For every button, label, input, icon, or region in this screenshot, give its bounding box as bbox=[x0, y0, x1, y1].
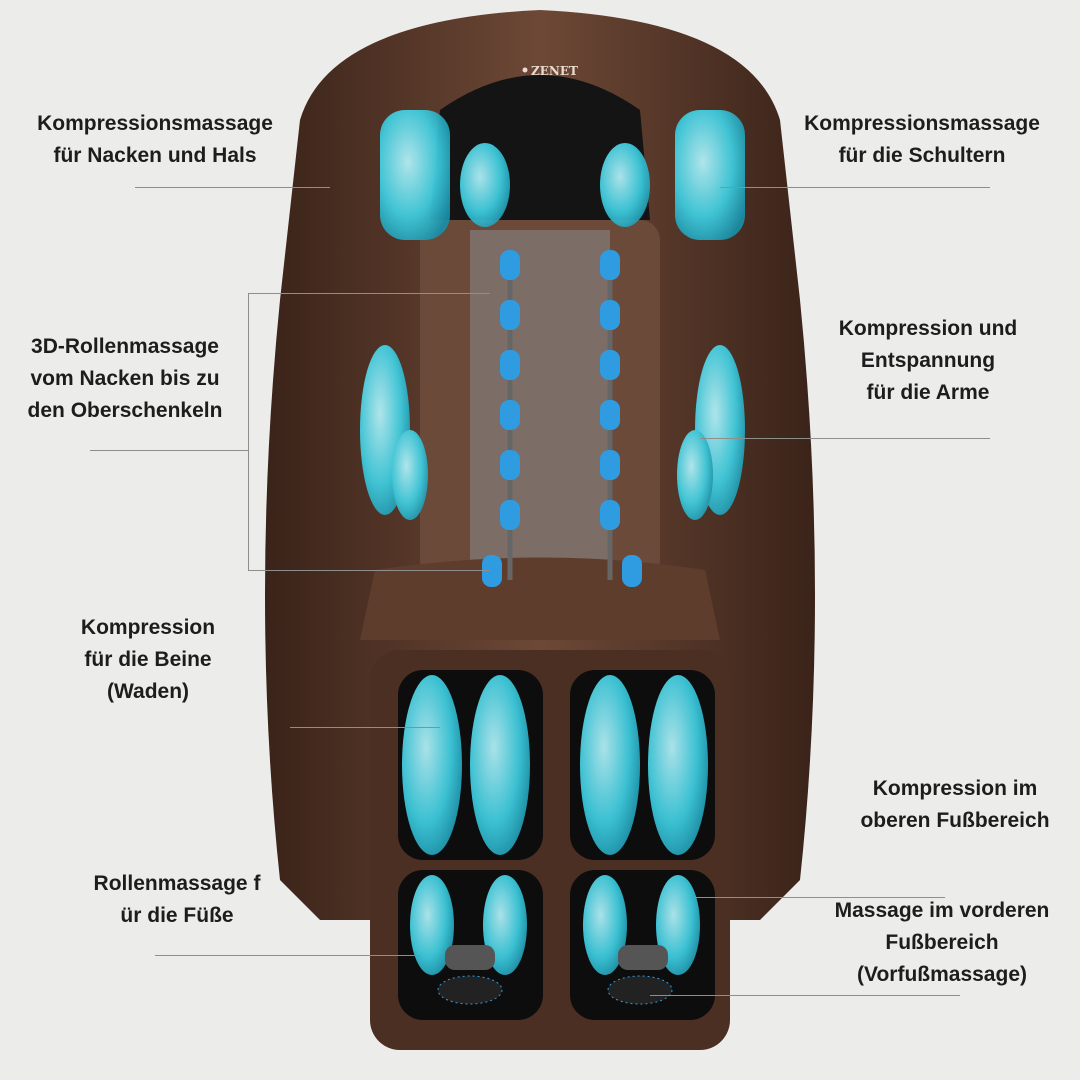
label-line: für Nacken und Hals bbox=[53, 144, 257, 167]
leader-line-rollers-bottom bbox=[248, 570, 490, 571]
label-line: Fußbereich bbox=[885, 931, 999, 954]
leader-line-legs bbox=[290, 727, 440, 728]
label-line: (Waden) bbox=[106, 680, 190, 703]
label-line: vom Nacken bis zu bbox=[30, 367, 220, 390]
leader-line-rollers-top bbox=[248, 293, 490, 294]
leader-line-forefoot bbox=[650, 995, 960, 996]
label-line: Kompressionsmassage bbox=[804, 112, 1040, 135]
label-line: für die Beine bbox=[84, 648, 212, 671]
brand-logo: ZENET bbox=[531, 64, 578, 78]
airbags bbox=[360, 110, 745, 975]
label-3d-rollers: 3D-Rollenmassage vom Nacken bis zu den O… bbox=[28, 331, 223, 427]
label-neck-compression: Kompressionsmassage für Nacken und Hals bbox=[37, 108, 273, 172]
label-line: (Vorfußmassage) bbox=[857, 963, 1027, 986]
label-leg-compression: Kompression für die Beine (Waden) bbox=[81, 612, 215, 708]
leader-line-foot-rollers bbox=[155, 955, 420, 956]
label-line: für die Arme bbox=[866, 381, 990, 404]
leader-line-shoulders bbox=[720, 187, 990, 188]
label-shoulder-compression: Kompressionsmassage für die Schultern bbox=[804, 108, 1040, 172]
label-line: den Oberschenkeln bbox=[27, 399, 223, 422]
label-line: Kompression und bbox=[838, 317, 1018, 340]
label-arm-compression: Kompression und Entspannung für die Arme bbox=[839, 313, 1018, 409]
label-line: ür die Füße bbox=[120, 904, 234, 927]
label-line: Kompression bbox=[80, 616, 216, 639]
leader-line-arms bbox=[700, 438, 990, 439]
label-line: Kompressionsmassage bbox=[37, 112, 273, 135]
leader-line-rollers-label bbox=[90, 450, 248, 451]
leader-line-upper-foot bbox=[690, 897, 945, 898]
label-line: Rollenmassage f bbox=[93, 872, 261, 895]
label-forefoot-massage: Massage im vorderen Fußbereich (Vorfußma… bbox=[835, 895, 1050, 991]
label-line: oberen Fußbereich bbox=[860, 809, 1050, 832]
leader-line-rollers-bracket bbox=[248, 293, 249, 570]
label-upper-foot-compression: Kompression im oberen Fußbereich bbox=[860, 773, 1049, 837]
label-foot-rollers: Rollenmassage f ür die Füße bbox=[94, 868, 261, 932]
label-line: Kompression im bbox=[872, 777, 1038, 800]
label-line: Massage im vorderen bbox=[834, 899, 1050, 922]
label-line: 3D-Rollenmassage bbox=[31, 335, 219, 358]
label-line: für die Schultern bbox=[838, 144, 1006, 167]
rollers bbox=[482, 250, 642, 587]
leader-line-neck bbox=[135, 187, 330, 188]
label-line: Entspannung bbox=[860, 349, 996, 372]
